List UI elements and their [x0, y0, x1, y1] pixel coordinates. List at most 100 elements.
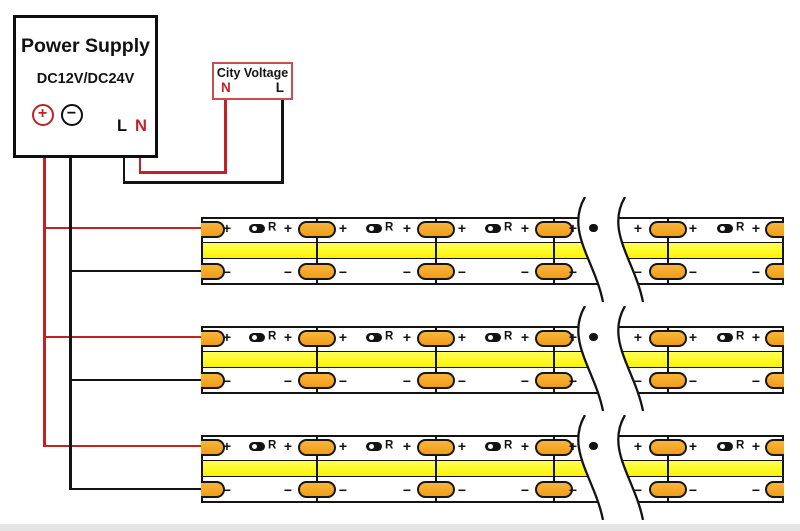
strip-break-mark: [557, 414, 657, 521]
resistor-label: R: [736, 221, 745, 234]
resistor-label: R: [268, 330, 277, 343]
positive-branch-wire-1: [43, 226, 205, 230]
resistor-icon-dot: [719, 443, 725, 449]
solder-pad: [298, 329, 336, 347]
negative-branch-wire-1: [69, 269, 206, 273]
polarity-minus-label: −: [520, 373, 530, 389]
solder-pad: [417, 480, 455, 498]
polarity-plus-label: +: [338, 438, 348, 454]
strip-cut-line: [316, 219, 318, 283]
solder-pad: [765, 262, 784, 280]
polarity-plus-label: +: [568, 220, 578, 236]
polarity-minus-label: −: [520, 264, 530, 280]
resistor-label: R: [504, 221, 513, 234]
strip-break-mark: [557, 196, 657, 303]
polarity-plus-label: +: [633, 220, 643, 236]
resistor-icon-dot: [487, 443, 493, 449]
polarity-minus-label: −: [633, 264, 643, 280]
resistor-icon: [249, 332, 265, 342]
solder-pad: [765, 329, 784, 347]
polarity-minus-label: −: [688, 264, 698, 280]
solder-pad: [765, 480, 784, 498]
resistor-icon-dot: [251, 225, 257, 231]
solder-pad: [417, 438, 455, 456]
power-supply-voltage: DC12V/DC24V: [36, 71, 135, 87]
polarity-minus-label: −: [633, 482, 643, 498]
neutral-wire-horizontal-segment: [138, 171, 227, 174]
polarity-plus-label: +: [222, 438, 232, 454]
polarity-plus-label: +: [402, 329, 412, 345]
strip-cut-line: [667, 219, 669, 283]
resistor-icon-dot: [368, 225, 374, 231]
solder-pad: [201, 220, 225, 238]
resistor-icon: [485, 223, 501, 233]
polarity-plus-label: +: [457, 329, 467, 345]
power-supply-title: Power Supply: [21, 35, 150, 57]
solder-pad: [201, 480, 225, 498]
resistor-icon-dot: [251, 334, 257, 340]
polarity-minus-label: −: [402, 373, 412, 389]
solder-pad: [298, 262, 336, 280]
clipped-resistor-icon: [589, 442, 598, 450]
strip-cut-line: [553, 328, 555, 392]
live-wire-horizontal-segment: [122, 181, 284, 184]
polarity-minus-label: −: [568, 373, 578, 389]
resistor-label: R: [736, 330, 745, 343]
negative-branch-wire-3: [69, 487, 206, 491]
polarity-minus-label: −: [222, 482, 232, 498]
polarity-plus-label: +: [633, 438, 643, 454]
polarity-plus-label: +: [688, 438, 698, 454]
resistor-label: R: [504, 439, 513, 452]
polarity-plus-label: +: [283, 329, 293, 345]
polarity-minus-label: −: [520, 482, 530, 498]
polarity-plus-label: +: [751, 329, 761, 345]
resistor-icon-dot: [487, 225, 493, 231]
solder-pad: [765, 220, 784, 238]
resistor-icon-dot: [368, 334, 374, 340]
polarity-plus-label: +: [520, 438, 530, 454]
strip-cut-line: [667, 328, 669, 392]
solder-pad: [298, 438, 336, 456]
solder-pad: [417, 371, 455, 389]
neutral-wire-up-segment: [224, 99, 227, 174]
resistor-icon-dot: [719, 225, 725, 231]
strip-cut-line: [316, 437, 318, 501]
solder-pad: [765, 371, 784, 389]
polarity-plus-label: +: [751, 438, 761, 454]
solder-pad: [417, 220, 455, 238]
polarity-minus-label: −: [283, 264, 293, 280]
strip-cut-line: [553, 219, 555, 283]
resistor-label: R: [504, 330, 513, 343]
city-voltage-terminal-l: L: [275, 80, 284, 95]
resistor-label: R: [385, 330, 394, 343]
clipped-resistor-icon: [589, 333, 598, 341]
city-voltage-box: City Voltage N L: [212, 62, 293, 100]
resistor-icon-dot: [719, 334, 725, 340]
polarity-minus-label: −: [751, 264, 761, 280]
solder-pad: [535, 329, 573, 347]
resistor-icon: [249, 441, 265, 451]
power-supply-box: Power Supply DC12V/DC24V + − L N: [13, 15, 158, 158]
polarity-plus-label: +: [457, 220, 467, 236]
minus-terminal-icon: −: [60, 103, 83, 126]
polarity-minus-label: −: [751, 482, 761, 498]
polarity-plus-label: +: [338, 220, 348, 236]
polarity-minus-label: −: [222, 264, 232, 280]
polarity-minus-label: −: [338, 264, 348, 280]
power-supply-terminal-l: L: [117, 117, 128, 135]
resistor-label: R: [385, 221, 394, 234]
polarity-plus-label: +: [568, 329, 578, 345]
city-voltage-title: City Voltage: [216, 66, 289, 80]
cob-led-band: [203, 351, 782, 368]
polarity-plus-label: +: [520, 220, 530, 236]
negative-branch-wire-2: [69, 378, 206, 382]
solder-pad: [765, 438, 784, 456]
solder-pad: [201, 262, 225, 280]
solder-pad: [417, 329, 455, 347]
polarity-minus-label: −: [283, 482, 293, 498]
polarity-minus-label: −: [222, 373, 232, 389]
polarity-minus-label: −: [457, 482, 467, 498]
resistor-label: R: [268, 439, 277, 452]
